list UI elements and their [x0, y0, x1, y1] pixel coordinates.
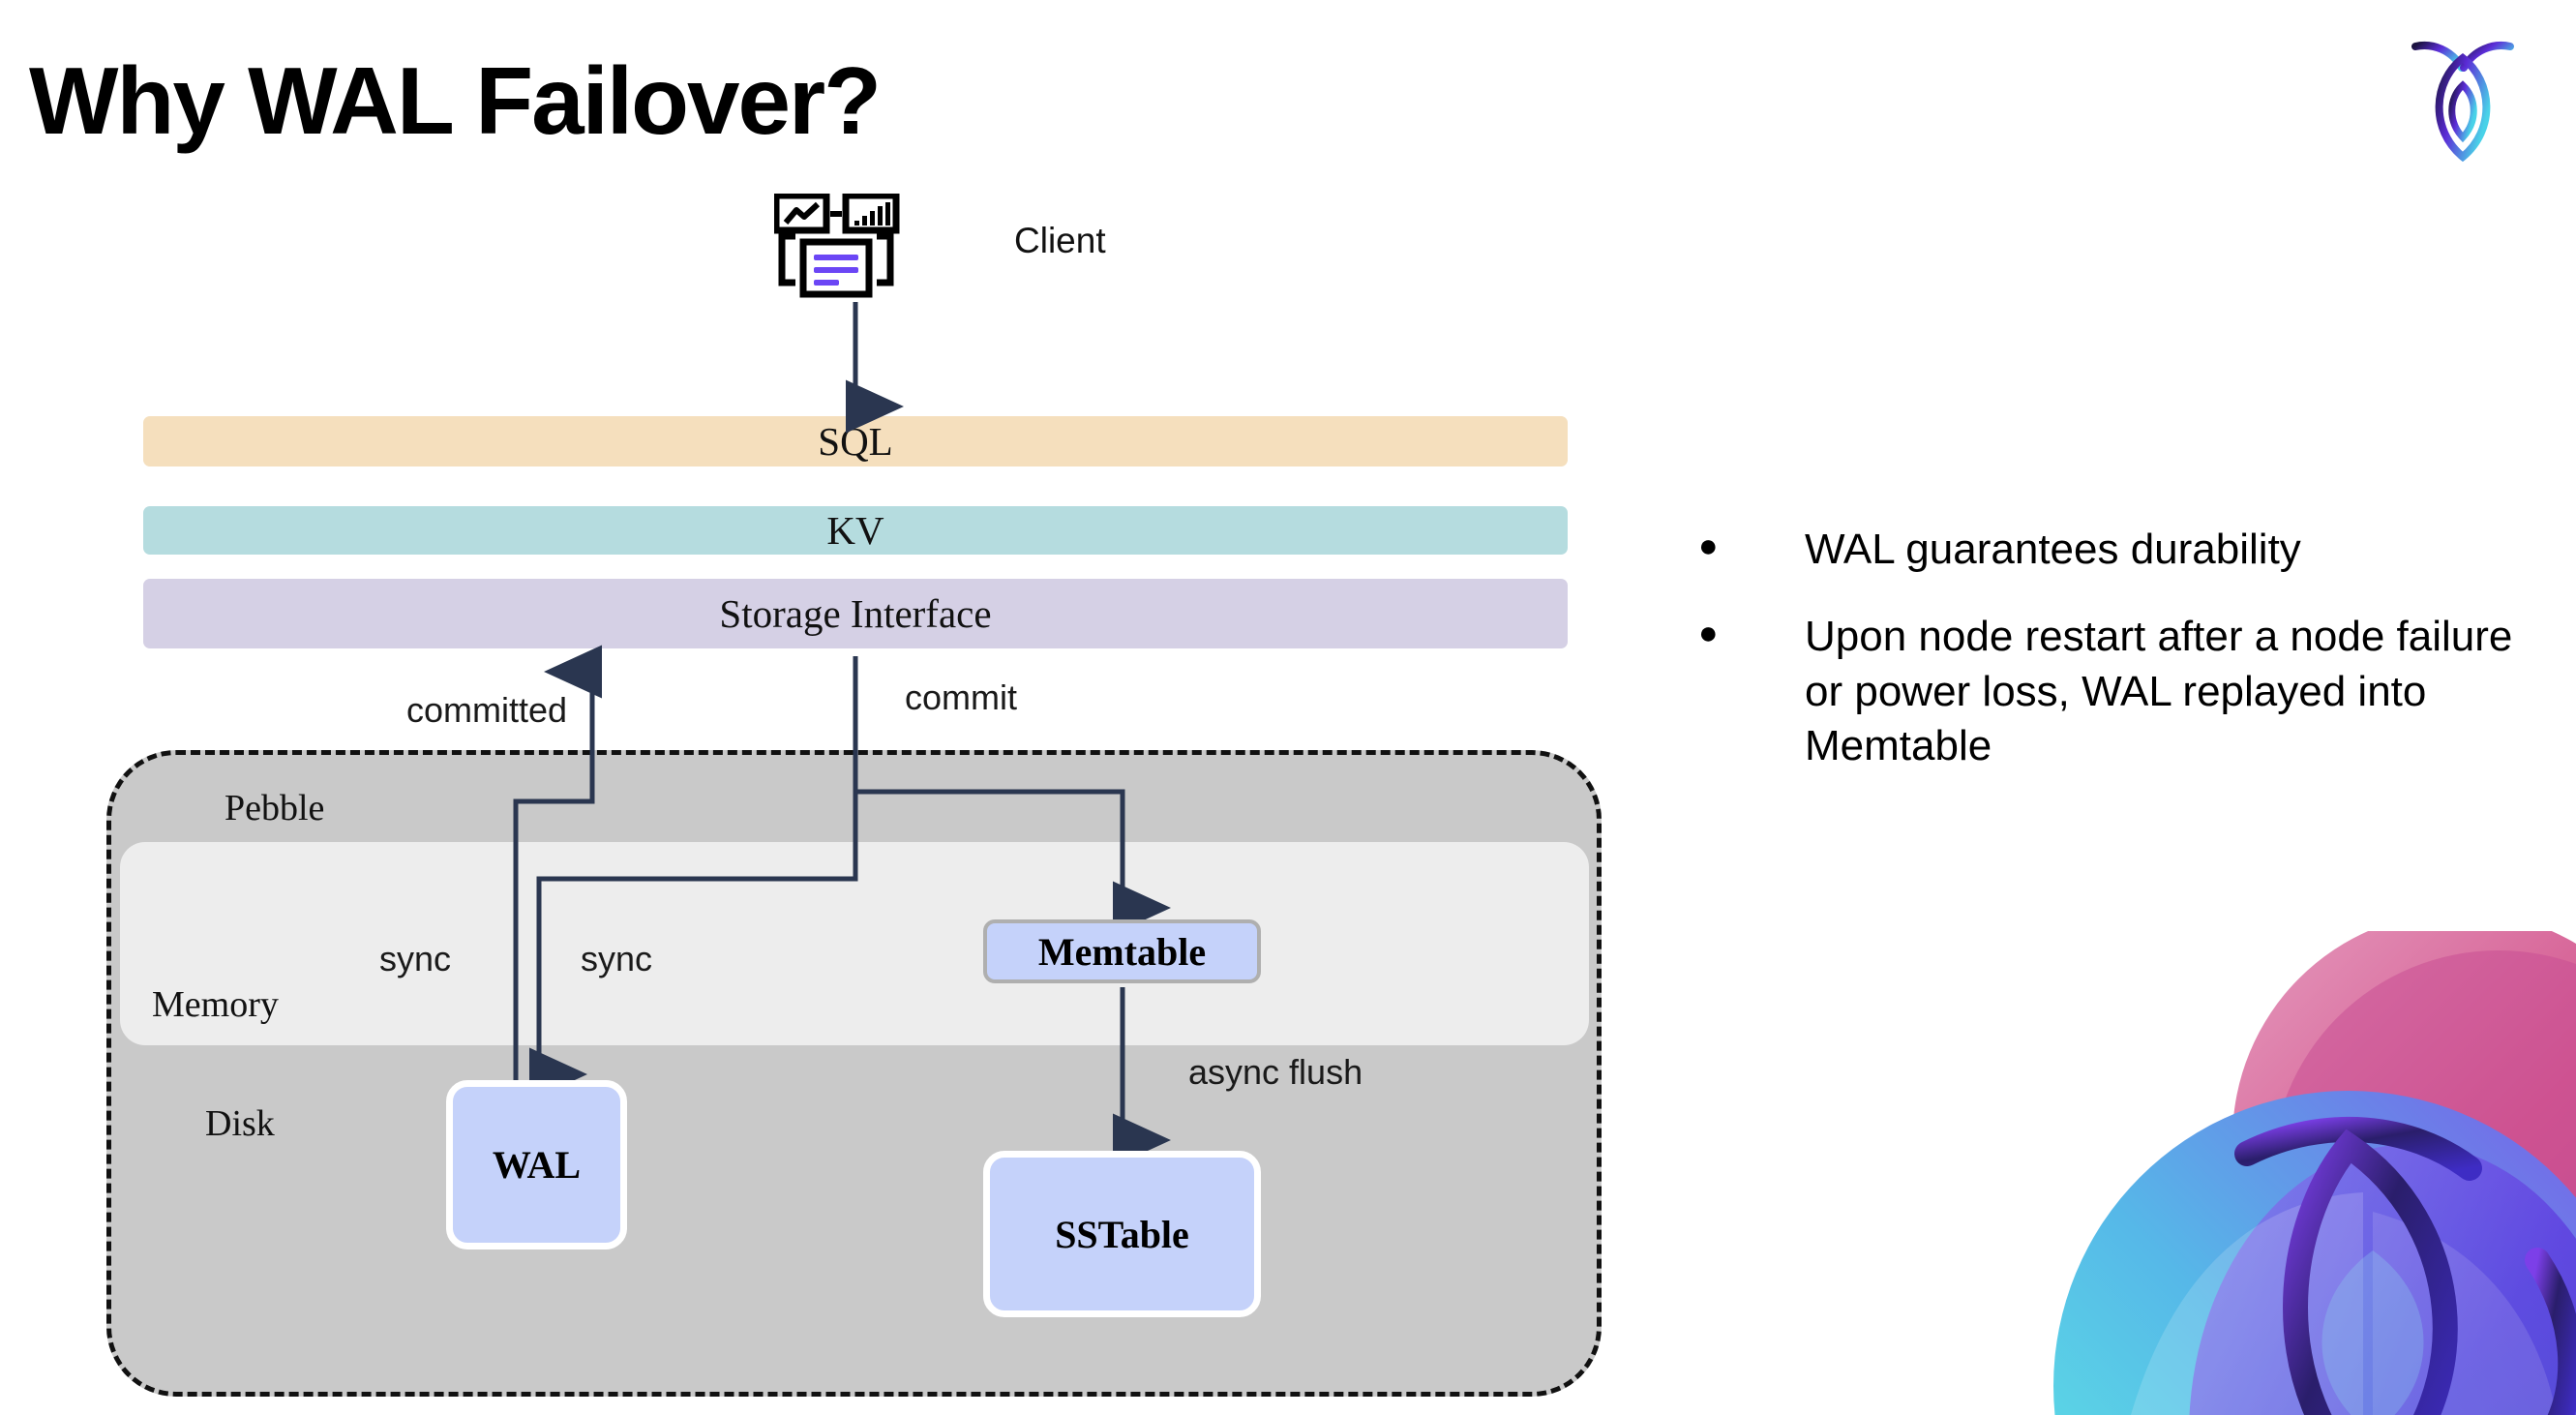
edge-label-commit: commit	[905, 677, 1017, 717]
layer-bar-storage-interface-label: Storage Interface	[719, 591, 992, 636]
layer-bar-sql: SQL	[143, 416, 1568, 467]
layer-bar-kv-label: KV	[826, 508, 884, 553]
pebble-label: Pebble	[225, 788, 325, 828]
edge-label-sync-storage: sync	[379, 939, 452, 978]
node-wal-label: WAL	[492, 1143, 582, 1187]
disk-label: Disk	[205, 1103, 275, 1144]
node-sstable: SSTable	[983, 1151, 1261, 1317]
layer-bar-sql-label: SQL	[818, 419, 893, 464]
bullet-list: ● WAL guarantees durability ● Upon node …	[1698, 523, 2521, 806]
page-title: Why WAL Failover?	[29, 47, 882, 154]
cockroachdb-logo	[2411, 42, 2514, 163]
bullet-marker-icon: ●	[1698, 615, 1719, 652]
node-sstable-label: SSTable	[1055, 1212, 1189, 1256]
list-item: ● Upon node restart after a node failure…	[1698, 610, 2521, 773]
bullet-marker-icon: ●	[1698, 527, 1719, 564]
edge-label-committed: committed	[406, 690, 568, 730]
layer-bar-kv: KV	[143, 506, 1568, 555]
bullet-text: Upon node restart after a node failure o…	[1805, 613, 2513, 769]
memory-label: Memory	[152, 984, 279, 1025]
client-terminal-icon	[774, 194, 900, 298]
gradient-circles-artwork	[2053, 931, 2576, 1415]
list-item: ● WAL guarantees durability	[1698, 523, 2521, 577]
edge-label-sync-memtable: sync	[581, 939, 653, 978]
node-memtable: Memtable	[983, 919, 1261, 983]
client-label: Client	[1014, 221, 1106, 260]
edge-label-async-flush: async flush	[1188, 1052, 1363, 1092]
memory-panel	[120, 842, 1589, 1045]
node-memtable-label: Memtable	[1037, 929, 1207, 974]
layer-bar-storage-interface: Storage Interface	[143, 579, 1568, 648]
bullet-text: WAL guarantees durability	[1805, 526, 2301, 573]
node-wal: WAL	[446, 1080, 627, 1249]
